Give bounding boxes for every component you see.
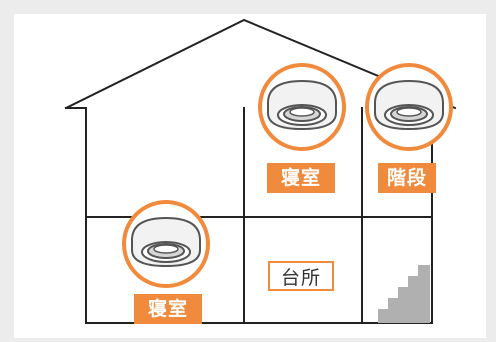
smoke-detector-icon xyxy=(258,63,346,151)
room-label-bedroom-upper: 寝室 xyxy=(267,163,335,193)
smoke-detector-icon xyxy=(365,63,453,151)
room-label-kitchen: 台所 xyxy=(268,261,334,291)
room-label-stairs-upper: 階段 xyxy=(378,163,436,193)
smoke-detector-icon xyxy=(122,200,210,288)
room-label-bedroom-lower: 寝室 xyxy=(134,294,202,324)
stairs-icon xyxy=(378,265,430,323)
